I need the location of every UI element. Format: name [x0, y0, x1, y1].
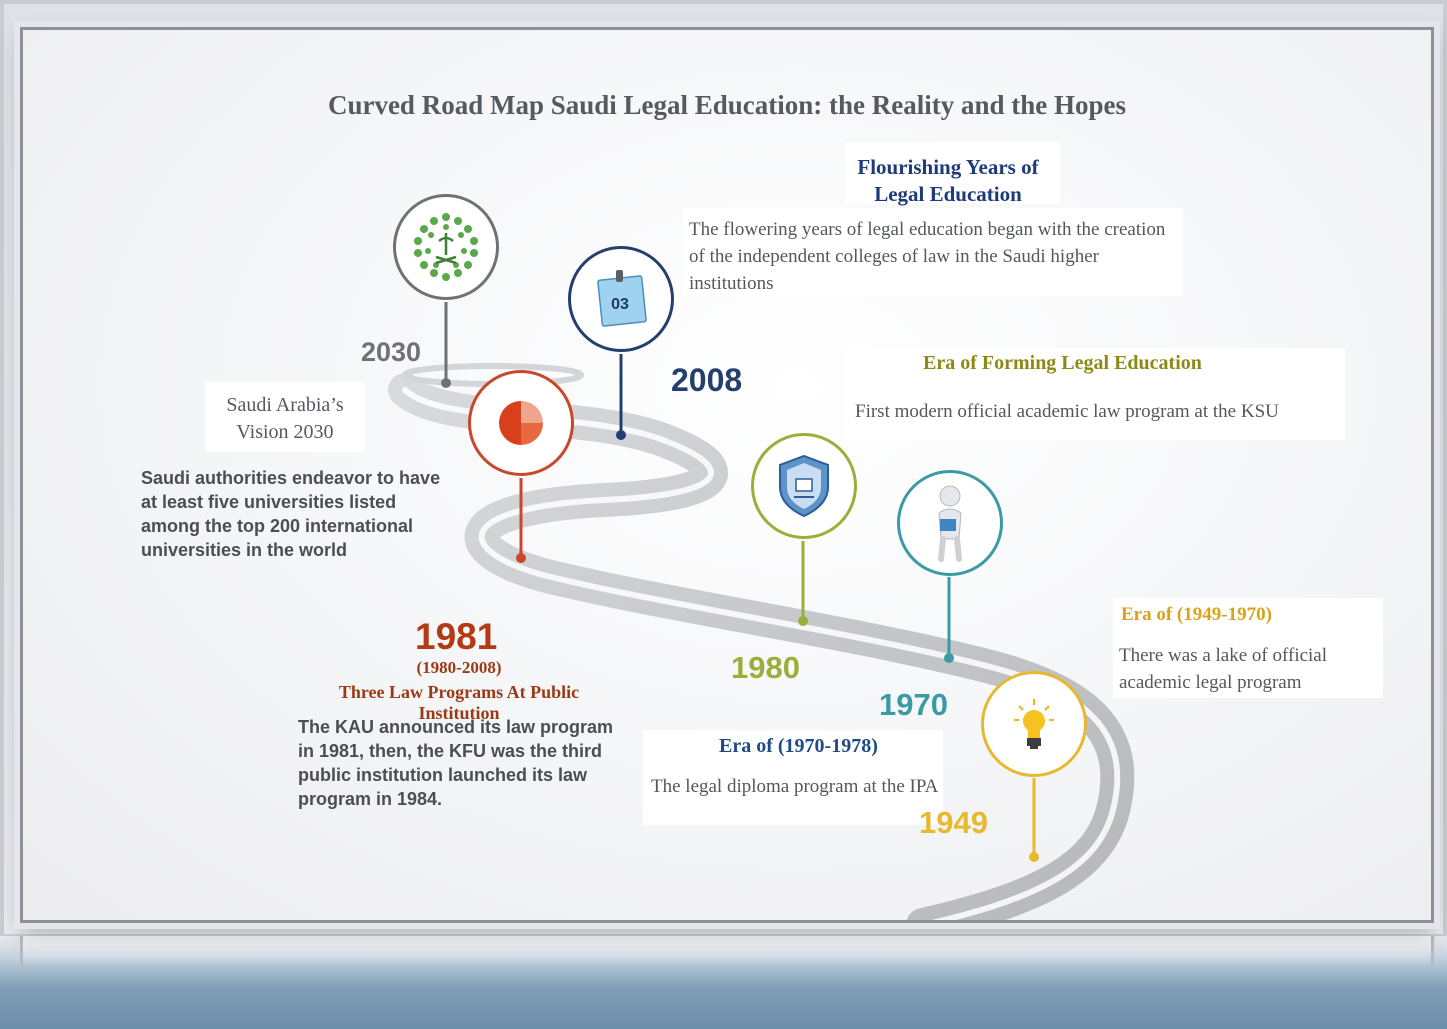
lightbulb-icon — [1014, 699, 1054, 749]
year-1981: 1981 — [415, 616, 498, 657]
pin-dot-2008 — [616, 430, 626, 440]
pie-chart-icon — [499, 401, 543, 445]
milestone-1981-circle — [468, 370, 574, 476]
milestone-1981-description: The KAU announced its law program in 198… — [298, 717, 614, 809]
pin-1949 — [1029, 778, 1039, 862]
milestone-1970-circle — [897, 470, 1003, 576]
curved-road — [388, 302, 1135, 920]
road-edge — [402, 387, 1121, 920]
milestone-1949-description: There was a lake of official academic le… — [1119, 645, 1328, 693]
pin-dot-2030 — [441, 378, 451, 388]
figure-with-book-icon — [938, 485, 962, 562]
university-shield-icon — [779, 454, 829, 518]
era-1970-panel — [643, 730, 943, 825]
era-1949-panel — [1113, 598, 1383, 698]
milestone-1981-period: (1980-2008) — [416, 658, 502, 677]
milestone-1980-heading: Era of Forming Legal Education — [923, 352, 1202, 374]
pin-1970 — [944, 577, 954, 663]
milestone-1980-circle — [751, 433, 857, 539]
calendar-note-icon: 03 — [597, 270, 647, 327]
pin-1980 — [798, 541, 808, 626]
milestone-2030-heading: Saudi Arabia’s Vision 2030 — [226, 394, 344, 443]
calendar-note-label: 03 — [611, 296, 629, 313]
milestone-2008-circle: 03 — [568, 246, 674, 352]
milestone-2008-heading: Flourishing Years of Legal Education — [857, 155, 1039, 206]
pin-dot-1970 — [944, 653, 954, 663]
slide: Curved Road Map Saudi Legal Education: t… — [20, 27, 1434, 923]
year-1970: 1970 — [879, 687, 948, 722]
milestone-2008-description: The flowering years of legal education b… — [689, 219, 1166, 294]
pin-1981 — [516, 478, 526, 563]
milestone-1949-circle — [981, 671, 1087, 777]
milestone-1980-description: First modern official academic law progr… — [855, 401, 1279, 422]
vision-2030-heading-panel — [205, 382, 365, 452]
slide-reflection-edge — [20, 936, 1434, 966]
milestone-2030-description: Saudi authorities endeavor to have at le… — [141, 468, 441, 560]
milestone-1981-heading: Three Law Programs At Public Institution — [338, 682, 580, 723]
pin-dot-1949 — [1029, 852, 1039, 862]
vision-2030-emblem-icon — [414, 213, 478, 281]
flourishing-heading-panel — [845, 142, 1060, 204]
flourishing-description-panel — [683, 208, 1183, 296]
year-2008: 2008 — [671, 362, 743, 398]
forming-era-panel — [845, 348, 1345, 440]
pin-2030 — [441, 302, 451, 388]
year-1980: 1980 — [731, 650, 800, 685]
pin-dot-1980 — [798, 616, 808, 626]
pin-2008 — [616, 354, 626, 440]
year-1949: 1949 — [919, 805, 988, 840]
milestone-1970-heading: Era of (1970-1978) — [719, 735, 878, 757]
milestone-1970-description: The legal diploma program at the IPA — [651, 776, 939, 797]
page-title: Curved Road Map Saudi Legal Education: t… — [327, 90, 1127, 120]
milestone-2030-circle — [393, 194, 499, 300]
milestone-1949-heading: Era of (1949-1970) — [1121, 604, 1272, 625]
pin-dot-1981 — [516, 553, 526, 563]
year-2030: 2030 — [361, 337, 422, 367]
